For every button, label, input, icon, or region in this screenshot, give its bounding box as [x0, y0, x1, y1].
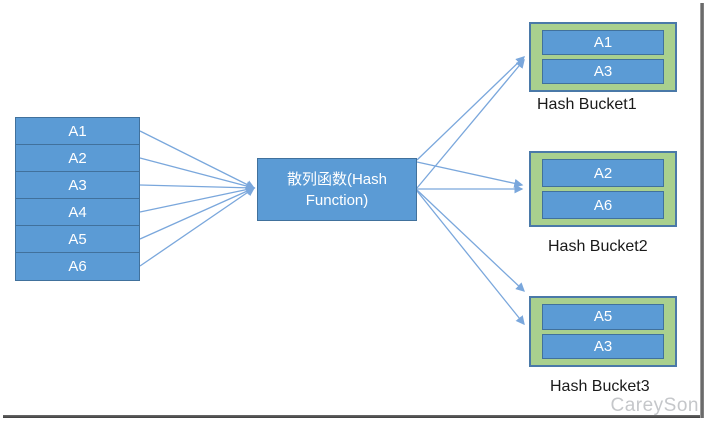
bucket-3-item-1: A5 [542, 304, 664, 330]
list-item-a4: A4 [16, 199, 139, 226]
hash-function-label-line1: 散列函数(Hash [286, 170, 387, 188]
bucket-1-item-2: A3 [542, 59, 664, 84]
list-item-a2: A2 [16, 145, 139, 172]
list-item-a1: A1 [16, 118, 139, 145]
list-item-a5: A5 [16, 226, 139, 253]
hash-bucket-2: A2 A6 Hash Bucket2 [529, 151, 677, 256]
watermark: CareySon [610, 395, 699, 416]
hash-function-box: 散列函数(Hash Function) [257, 158, 417, 221]
bucket-3-item-2: A3 [542, 333, 664, 359]
hash-bucket-1: A1 A3 Hash Bucket1 [529, 22, 677, 114]
hash-bucket-2-frame: A2 A6 [529, 151, 677, 227]
input-list: A1 A2 A3 A4 A5 A6 [15, 117, 140, 281]
bucket-2-item-1: A2 [542, 159, 664, 187]
hash-bucket-1-label: Hash Bucket1 [537, 96, 637, 113]
hash-bucket-3-frame: A5 A3 [529, 296, 677, 367]
bucket-1-item-1: A1 [542, 30, 664, 55]
hash-function-label-line2: Function) [305, 191, 369, 209]
screenshot-bottom-border [3, 415, 704, 418]
bucket-2-item-2: A6 [542, 191, 664, 219]
hash-bucket-1-frame: A1 A3 [529, 22, 677, 92]
list-item-a6: A6 [16, 253, 139, 280]
screenshot-right-border [700, 3, 704, 418]
hash-bucket-3: A5 A3 Hash Bucket3 [529, 296, 677, 396]
list-item-a3: A3 [16, 172, 139, 199]
hash-bucket-3-label: Hash Bucket3 [550, 378, 650, 395]
hash-bucket-2-label: Hash Bucket2 [548, 238, 648, 255]
